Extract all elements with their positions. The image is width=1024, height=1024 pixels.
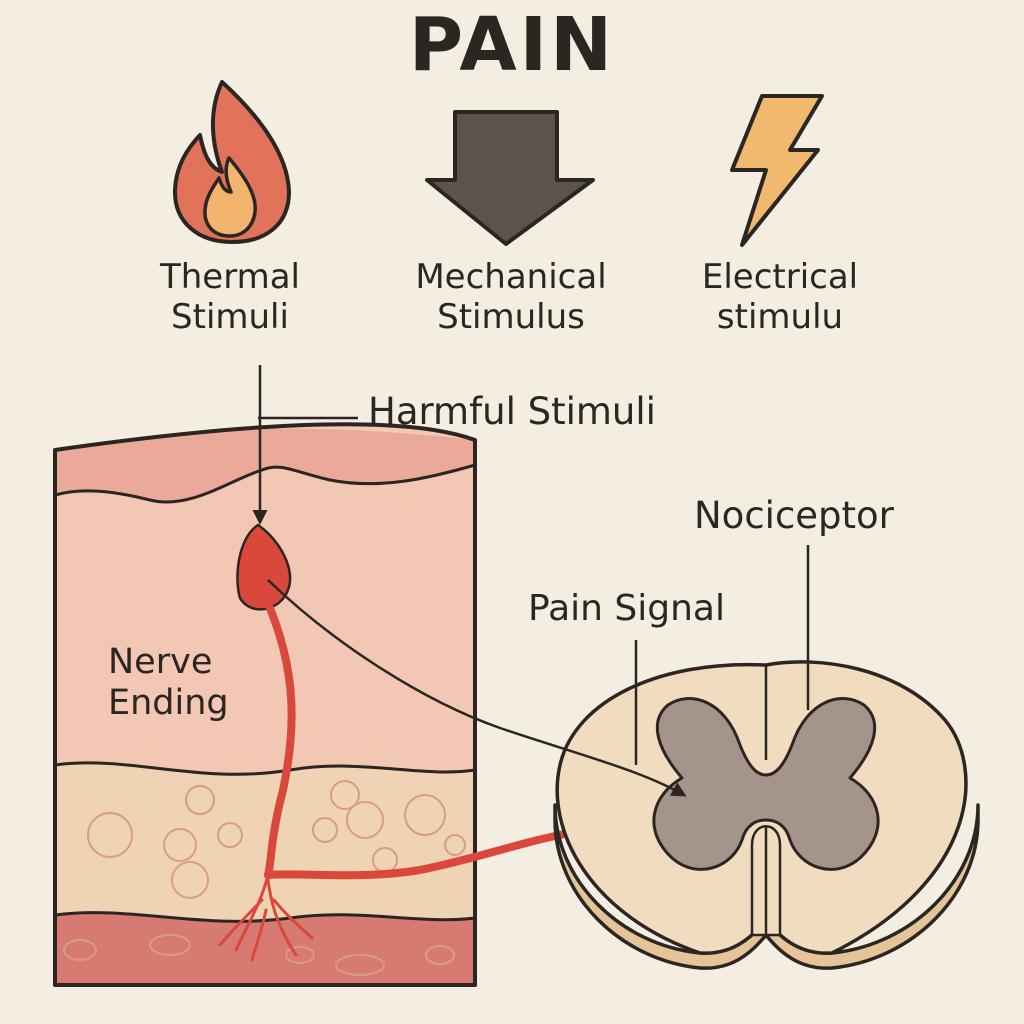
skin-outline	[53, 422, 477, 987]
nerve-ending-label: Nerve Ending	[108, 642, 229, 723]
mechanical-stimulus-label: Mechanical Stimulus	[415, 257, 607, 337]
down-arrow-icon	[425, 110, 595, 246]
pain-signal-label: Pain Signal	[528, 588, 725, 629]
nociceptor-label: Nociceptor	[694, 494, 894, 537]
spinal-cord	[553, 660, 980, 970]
harmful-stimuli-label: Harmful Stimuli	[368, 390, 656, 433]
flame-icon	[172, 80, 291, 244]
page-title: PAIN	[408, 2, 616, 88]
lightning-bolt-icon	[730, 94, 824, 247]
electrical-stimulus-label: Electrical stimulu	[701, 257, 859, 337]
thermal-stimuli-label: Thermal Stimuli	[159, 257, 301, 337]
fat-cells	[63, 780, 466, 976]
leader-lines	[252, 365, 810, 797]
